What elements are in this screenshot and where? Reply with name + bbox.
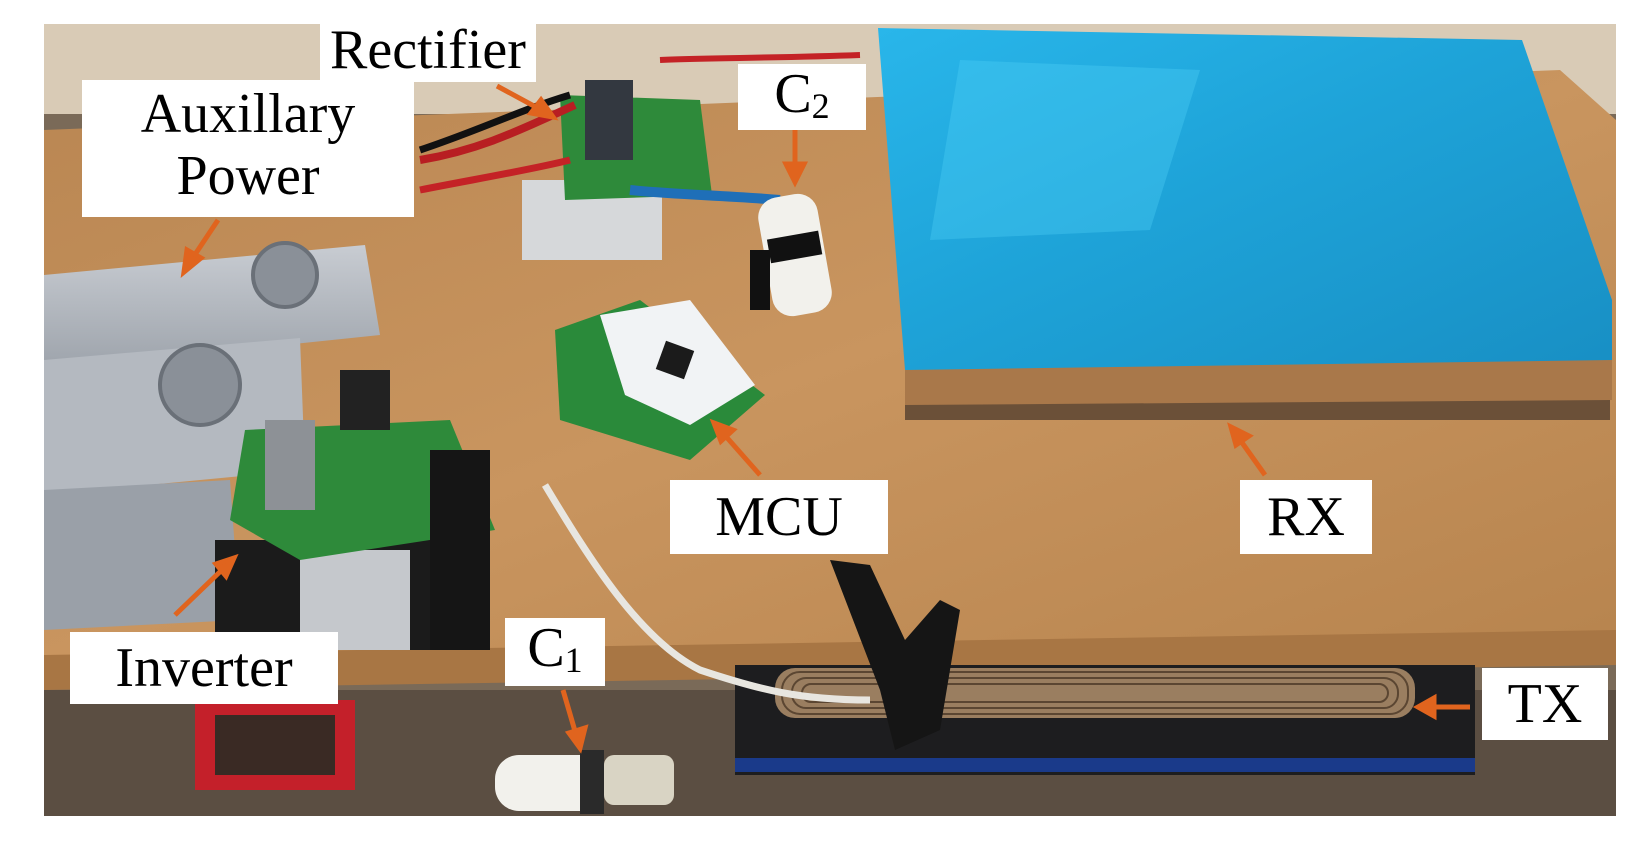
inverter-heatsink: [430, 450, 490, 650]
label-rectifier-text: Rectifier: [330, 19, 526, 81]
rx-pad: [878, 28, 1612, 370]
c2-capacitor-band: [766, 230, 823, 264]
cable-black-1: [418, 91, 572, 154]
label-c2-sub: 2: [811, 86, 830, 126]
psu-fan-top: [251, 241, 319, 309]
label-inverter: Inverter: [70, 632, 338, 704]
label-aux-line2: Power: [176, 144, 320, 207]
cable-red-2: [419, 156, 571, 194]
black-bracket: [830, 560, 960, 750]
inverter-module: [340, 370, 390, 430]
annotation-arrows: [173, 83, 1470, 754]
label-c2-main: C: [774, 63, 812, 125]
table-edge: [44, 630, 1616, 690]
cable-red-1: [419, 101, 577, 164]
label-tx-text: TX: [1507, 673, 1583, 735]
c1-capacitor-band: [580, 750, 604, 814]
cable-blue: [629, 185, 781, 205]
rx-pad-sheen: [930, 60, 1200, 240]
label-mcu: MCU: [670, 480, 888, 554]
label-rx-text: RX: [1267, 486, 1345, 548]
rectifier-pcb: [560, 95, 712, 200]
rectifier-module: [585, 80, 633, 160]
label-rx: RX: [1240, 480, 1372, 554]
cable-white: [541, 483, 871, 704]
mcu-chip: [655, 340, 695, 380]
inverter-caps: [265, 420, 315, 510]
c1-capacitor: [495, 755, 605, 811]
label-c2: C2: [738, 63, 866, 130]
c1-capacitor-cap: [604, 755, 674, 805]
arrow-mcu: [720, 430, 762, 477]
label-c1: C1: [505, 617, 605, 686]
cable-red-top: [659, 52, 861, 63]
label-rectifier: Rectifier: [320, 19, 536, 82]
tx-coil: [775, 668, 1415, 718]
label-mcu-text: MCU: [715, 486, 843, 548]
label-tx: TX: [1482, 668, 1608, 740]
label-auxiliary-power: Auxillary Power: [82, 80, 414, 218]
psu-bottom: [44, 480, 240, 630]
label-c1-main: C: [527, 617, 565, 679]
label-inverter-text: Inverter: [115, 637, 293, 699]
label-c1-sub: 1: [564, 640, 583, 680]
red-stand-inner: [215, 715, 335, 775]
psu-fan-middle: [158, 343, 242, 427]
arrow-inverter: [173, 564, 228, 617]
c2-black-tape: [750, 250, 770, 310]
label-aux-line1: Auxillary: [140, 83, 356, 145]
tx-blue-strip: [735, 758, 1475, 772]
